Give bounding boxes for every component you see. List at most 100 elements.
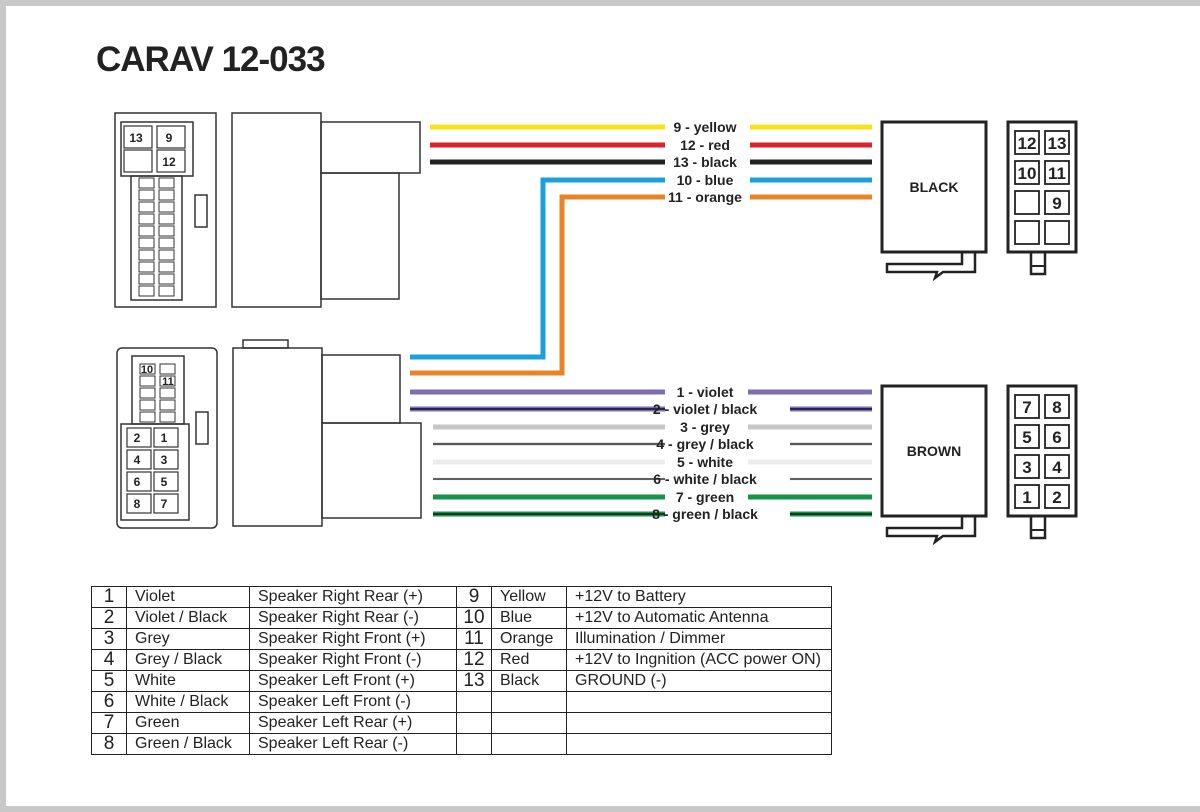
- wire-color: Grey: [126, 628, 250, 650]
- brown-connector-pin-cavity: [1014, 394, 1040, 419]
- iso-upper-pin-slot: [138, 213, 155, 225]
- iso-lower-pin-slot: [159, 363, 176, 375]
- pin-function: Speaker Left Rear (+): [249, 712, 457, 734]
- brown-connector-pin-cavity: [1014, 484, 1040, 509]
- black-connector-pin-cavity: [1014, 160, 1040, 185]
- pin-function: Speaker Right Rear (+): [249, 586, 457, 608]
- pin-number: 11: [456, 628, 492, 650]
- pin-function: GROUND (-): [566, 670, 832, 692]
- pin-number: [456, 733, 492, 755]
- black-connector-housing: [880, 120, 988, 254]
- wire-orange-route: [410, 194, 665, 376]
- pin-function: [566, 733, 832, 755]
- brown-connector-pin-label: 8: [1052, 398, 1061, 417]
- brown-connector-tab: [1029, 514, 1047, 540]
- brown-connector-pin-label: 3: [1022, 458, 1031, 477]
- brown-connector-housing: [880, 384, 988, 518]
- iso-lower-pin-slot: [139, 375, 156, 387]
- iso-upper-pin-slot: [138, 249, 155, 261]
- brown-connector-pin-cavity: [1044, 424, 1070, 449]
- pin-function: +12V to Battery: [566, 586, 832, 608]
- black-connector-pin-cavity: [1044, 130, 1070, 155]
- brown-connector-pin-cavity: [1044, 394, 1070, 419]
- wire-label: 11 - orange: [668, 189, 742, 205]
- pin-function: Speaker Right Front (-): [249, 649, 457, 671]
- iso-lower-pin-slot: [159, 387, 176, 399]
- wire-color: Blue: [491, 607, 567, 629]
- iso-upper-pin-slot: [138, 237, 155, 249]
- iso-upper-pin-slot: [158, 237, 175, 249]
- brown-connector-pin-label: 5: [1022, 428, 1031, 447]
- black-connector-latch: [885, 252, 977, 282]
- iso-speaker-pin-cavity: [126, 493, 152, 514]
- iso-upper-pin-label: 12: [162, 155, 176, 169]
- pin-function: [566, 691, 832, 713]
- brown-connector-pin-face: [1006, 384, 1078, 518]
- brown-connector-pin-label: 2: [1052, 488, 1061, 507]
- black-connector-pin-label: 13: [1048, 134, 1067, 153]
- black-connector-pin-cavity: [1014, 190, 1040, 215]
- wire-label: 5 - white: [677, 454, 733, 470]
- wire-label: 9 - yellow: [673, 119, 736, 135]
- wire-color: Yellow: [491, 586, 567, 608]
- black-connector-pin-cavity: [1044, 220, 1070, 245]
- iso-pin-label: 11: [162, 376, 174, 388]
- pin-number: 1: [91, 586, 127, 608]
- pin-number: 13: [456, 670, 492, 692]
- iso-speaker-pin-cavity: [126, 449, 152, 470]
- brown-connector-pin-label: 6: [1052, 428, 1061, 447]
- pin-number: 9: [456, 586, 492, 608]
- iso-connector-lower-side: [232, 347, 323, 527]
- iso-upper-pin-slot: [138, 201, 155, 213]
- pin-number: 8: [91, 733, 127, 755]
- pin-number: [456, 691, 492, 713]
- pin-function: Speaker Left Front (-): [249, 691, 457, 713]
- wire-label: 10 - blue: [677, 172, 734, 188]
- wire-color: Orange: [491, 628, 567, 650]
- black-connector-pin-cavity: [1014, 130, 1040, 155]
- wire-label: 13 - black: [673, 154, 737, 170]
- pin-function: Speaker Right Rear (-): [249, 607, 457, 629]
- wire-color: Violet: [126, 586, 250, 608]
- wire-color: Violet / Black: [126, 607, 250, 629]
- wire-blue-route: [410, 177, 665, 360]
- pin-number: 2: [91, 607, 127, 629]
- iso-speaker-pin-label: 6: [134, 475, 141, 489]
- black-connector-tab: [1029, 250, 1047, 276]
- iso-lower-side-plug-top: [321, 354, 401, 424]
- iso-speaker-pin-cavity: [153, 493, 179, 514]
- pin-function: Speaker Left Rear (-): [249, 733, 457, 755]
- iso-upper-pin-slot: [138, 177, 155, 189]
- brown-connector-label: BROWN: [907, 443, 961, 459]
- pin-function: Speaker Right Front (+): [249, 628, 457, 650]
- iso-lower-speaker-block: [120, 423, 190, 521]
- pin-number: 4: [91, 649, 127, 671]
- black-connector-pin-cavity: [1014, 220, 1040, 245]
- iso-speaker-pin-label: 1: [161, 431, 168, 445]
- pin-function: +12V to Automatic Antenna: [566, 607, 832, 629]
- iso-upper-pin-slot: [158, 273, 175, 285]
- black-connector-pin-label: 9: [1052, 194, 1061, 213]
- iso-upper-side-body: [320, 172, 400, 300]
- brown-connector-pin-cavity: [1014, 424, 1040, 449]
- wire-color: White: [126, 670, 250, 692]
- brown-connector-pin-label: 1: [1022, 488, 1031, 507]
- wire-color: Green / Black: [126, 733, 250, 755]
- brown-connector-pin-cavity: [1014, 454, 1040, 479]
- iso-pin-label: 10: [141, 364, 153, 376]
- iso-upper-pin-slot: [158, 177, 175, 189]
- iso-upper-pin-slot: [138, 285, 155, 297]
- wire-label: 4 - grey / black: [656, 436, 753, 452]
- brown-connector-pin-label: 4: [1052, 458, 1062, 477]
- iso-upper-pin-slot: [138, 189, 155, 201]
- brown-connector-latch: [885, 516, 977, 546]
- iso-speaker-pin-label: 2: [134, 431, 141, 445]
- iso-upper-pin-slot: [158, 225, 175, 237]
- pin-number: 10: [456, 607, 492, 629]
